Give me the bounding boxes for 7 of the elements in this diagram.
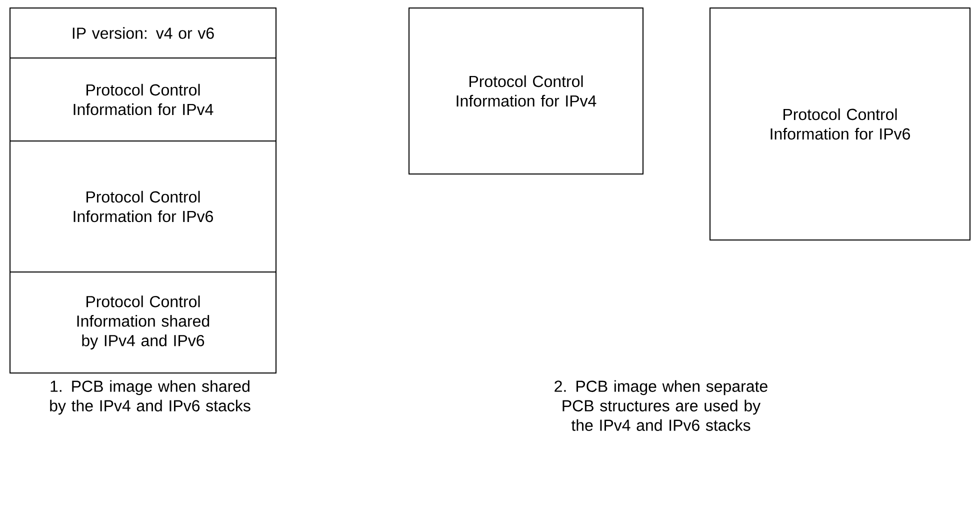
text-box: Protocol Control Information for IPv6	[10, 140, 276, 272]
text-box: Protocol Control Information for IPv6	[710, 8, 970, 240]
text-box: Protocol Control Information for IPv4	[408, 8, 644, 174]
text-box: Protocol Control Information for IPv4	[10, 58, 276, 142]
caption: 2. PCB image when separate PCB structures are used by the IPv4 and IPv6 stacks	[554, 380, 768, 431]
text-box: Protocol Control Information shared by IPv4 and IPv6	[10, 272, 276, 374]
text-box: IP version: v4 or v6	[10, 8, 276, 58]
